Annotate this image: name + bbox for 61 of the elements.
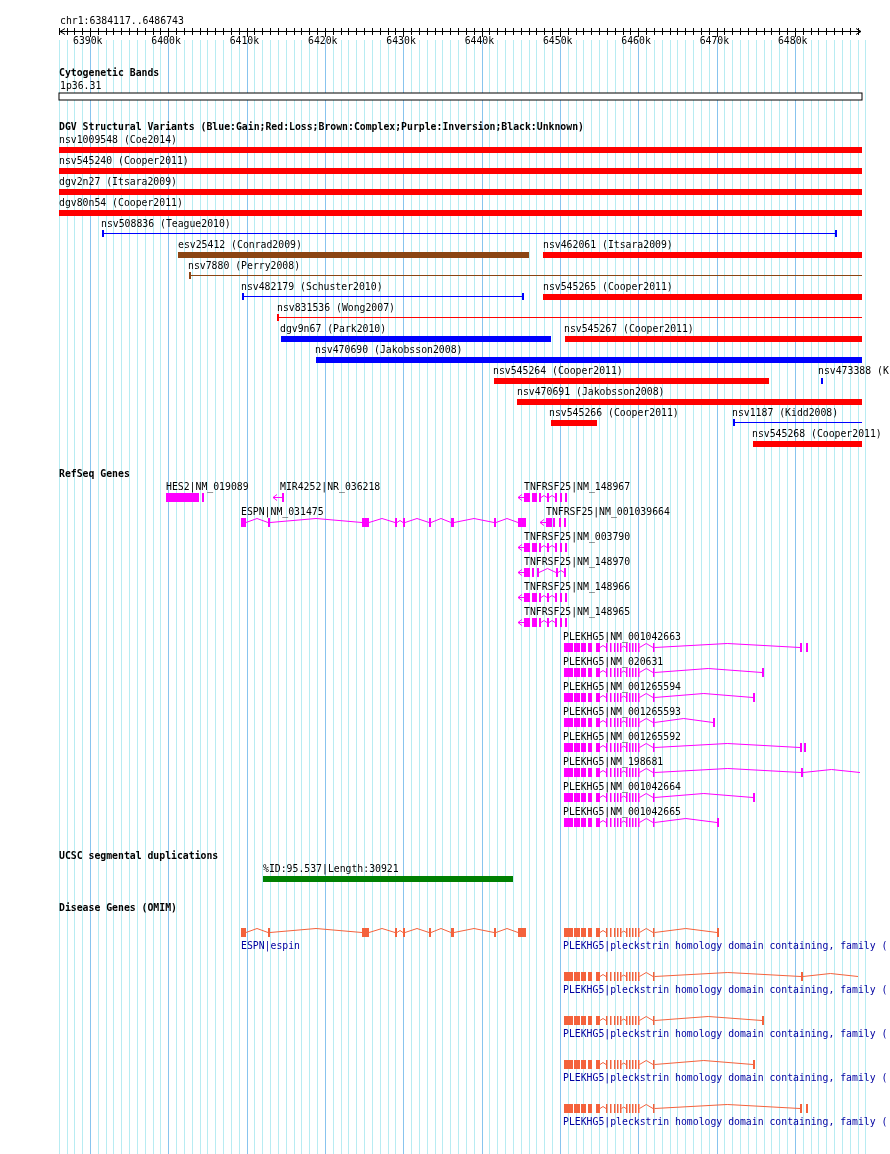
tick-label: 6450k xyxy=(542,35,573,46)
gene-label: PLEKHG5|NM_001042665 xyxy=(563,806,681,817)
track-title: Disease Genes (OMIM) xyxy=(59,902,177,913)
feature-label: nsv470691 (Jakobsson2008) xyxy=(517,386,665,397)
feature-label: nsv545268 (Cooper2011) xyxy=(752,428,882,439)
tick-label: 6410k xyxy=(229,35,260,46)
feature-label: nsv7880 (Perry2008) xyxy=(188,260,301,271)
feature-label: esv25412 (Conrad2009) xyxy=(178,239,302,250)
feature-label: nsv545265 (Cooper2011) xyxy=(543,281,673,292)
gene-link: PLEKHG5|pleckstrin homology domain containing, family ( xyxy=(563,940,888,951)
gene-label: TNFRSF25|NM_148966 xyxy=(524,581,631,592)
tick-label: 6460k xyxy=(621,35,651,46)
gene-link: PLEKHG5|pleckstrin homology domain containing, family ( xyxy=(563,1028,888,1039)
gene-link: ESPN|espin xyxy=(241,940,300,951)
gene-label: MIR4252|NR_036218 xyxy=(280,481,381,492)
feature-label: nsv508836 (Teague2010) xyxy=(101,218,231,229)
gene-label: TNFRSF25|NM_003790 xyxy=(524,531,631,542)
feature-label: nsv545266 (Cooper2011) xyxy=(549,407,679,418)
gene-link: PLEKHG5|pleckstrin homology domain containing, family ( xyxy=(563,1072,888,1083)
gene-label: HES2|NM_019089 xyxy=(166,481,249,492)
feature-label: nsv473388 (K xyxy=(818,365,889,376)
track-title: DGV Structural Variants (Blue:Gain;Red:Loss;Brown:Complex;Purple:Inversion;Black:Unknown) xyxy=(59,121,584,132)
feature-label: nsv545240 (Cooper2011) xyxy=(59,155,189,166)
tick-label: 6480k xyxy=(777,35,808,46)
tick-label: 6430k xyxy=(386,35,416,46)
tick-label: 6390k xyxy=(73,35,103,46)
feature-label: nsv462061 (Itsara2009) xyxy=(543,239,673,250)
feature-label: nsv482179 (Schuster2010) xyxy=(241,281,383,292)
gene-label: PLEKHG5|NM_001265593 xyxy=(563,706,681,717)
feature-label: nsv831536 (Wong2007) xyxy=(277,302,395,313)
tick-label: 6470k xyxy=(699,35,730,46)
feature-label: nsv545264 (Cooper2011) xyxy=(493,365,623,376)
gene-label: TNFRSF25|NM_001039664 xyxy=(546,506,670,517)
feature-label: dgv80n54 (Cooper2011) xyxy=(59,197,183,208)
gene-label: PLEKHG5|NM_001265592 xyxy=(563,731,681,742)
gene-label: TNFRSF25|NM_148970 xyxy=(524,556,631,567)
track-title: Cytogenetic Bands xyxy=(59,67,160,78)
gene-link: PLEKHG5|pleckstrin homology domain containing, family ( xyxy=(563,1116,888,1127)
feature-label: nsv1187 (Kidd2008) xyxy=(732,407,839,418)
tick-label: 6440k xyxy=(464,35,495,46)
tick-label: 6420k xyxy=(308,35,338,46)
gene-label: PLEKHG5|NM_001042664 xyxy=(563,781,681,792)
gene-label: ESPN|NM_031475 xyxy=(241,506,324,517)
tick-label: 6400k xyxy=(151,35,181,46)
track-title: RefSeq Genes xyxy=(59,468,130,479)
coordinate-label: chr1:6384117..6486743 xyxy=(60,15,184,26)
band-label: 1p36.31 xyxy=(60,80,102,91)
feature-label: nsv470690 (Jakobsson2008) xyxy=(315,344,463,355)
gene-label: TNFRSF25|NM_148967 xyxy=(524,481,631,492)
feature-label: nsv1009548 (Coe2014) xyxy=(59,134,177,145)
gene-label: PLEKHG5|NM_198681 xyxy=(563,756,664,767)
gene-label: PLEKHG5|NM_020631 xyxy=(563,656,664,667)
track-title: UCSC segmental duplications xyxy=(59,850,219,861)
gene-label: PLEKHG5|NM_001265594 xyxy=(563,681,681,692)
feature-label: %ID:95.537|Length:30921 xyxy=(263,863,399,874)
gene-label: PLEKHG5|NM_001042663 xyxy=(563,631,681,642)
feature-label: dgv2n27 (Itsara2009) xyxy=(59,176,177,187)
feature-label: nsv545267 (Cooper2011) xyxy=(564,323,694,334)
feature-label: dgv9n67 (Park2010) xyxy=(280,323,387,334)
gene-link: PLEKHG5|pleckstrin homology domain containing, family ( xyxy=(563,984,888,995)
gene-label: TNFRSF25|NM_148965 xyxy=(524,606,631,617)
